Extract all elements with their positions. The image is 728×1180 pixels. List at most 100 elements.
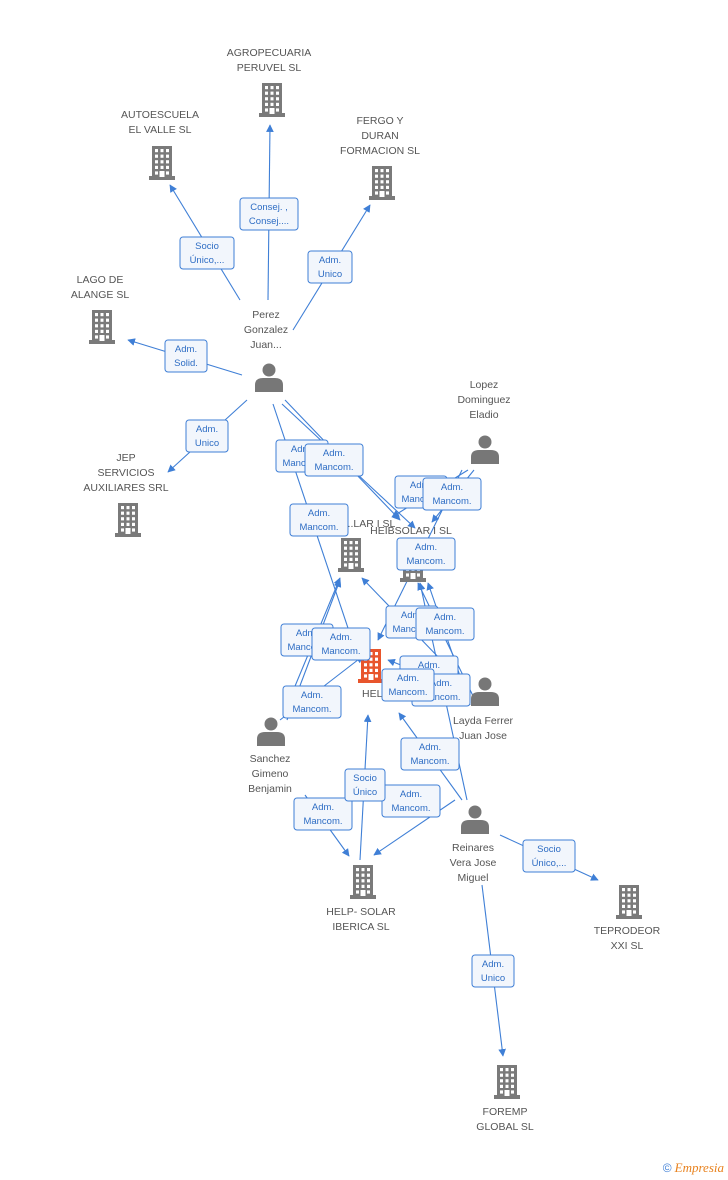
node-label: Sanchez bbox=[250, 753, 291, 765]
node-label: Juan Jose bbox=[459, 730, 507, 742]
edge-label-text: Único,... bbox=[190, 255, 225, 266]
edge-label-perez-to-autoescuela[interactable]: SocioÚnico,... bbox=[179, 236, 235, 270]
edge-label-text: Adm. bbox=[301, 690, 323, 701]
node-label: Layda Ferrer bbox=[453, 715, 514, 727]
edge-label-reinares-to-teprodeor[interactable]: SocioÚnico,... bbox=[522, 839, 576, 873]
edge-label-text: Mancom. bbox=[421, 692, 460, 703]
node-label: TEPRODEOR bbox=[594, 925, 661, 937]
edge-line-reinares-to-helpsolar_iberica bbox=[373, 799, 456, 856]
node-label: AUXILIARES SRL bbox=[83, 482, 168, 494]
edge-label-lopez-to-helpie[interactable]: Adm.Mancom. bbox=[396, 537, 456, 571]
copyright-symbol: © bbox=[662, 1161, 672, 1175]
edge-label-text: Mancom. bbox=[287, 642, 326, 653]
edge-label-text: Adm. bbox=[196, 424, 218, 435]
building-icon bbox=[338, 538, 364, 572]
node-label: Lopez bbox=[470, 379, 499, 391]
node-label: Gimeno bbox=[252, 768, 289, 780]
node-label: Dominguez bbox=[457, 394, 510, 406]
node-label: AGROPECUARIA bbox=[227, 47, 312, 59]
node-label: JEP bbox=[116, 452, 135, 464]
edge-label-sanchez-to-helpsolar1[interactable]: Adm. Mancom. bbox=[282, 685, 342, 719]
edge-label-perez-to-fergo[interactable]: Adm.Unico bbox=[307, 250, 353, 284]
building-icon bbox=[259, 83, 285, 117]
node-label: DURAN bbox=[361, 130, 398, 142]
edge-label-sanchez-to-helpsolar_iberica[interactable]: Adm.Mancom. bbox=[293, 797, 353, 831]
node-label: ALANGE SL bbox=[71, 289, 130, 301]
building-icon bbox=[350, 865, 376, 899]
edge-label-text: Adm. bbox=[400, 789, 422, 800]
edge-label-perez-to-helpsolar1[interactable]: Adm.Mancom. bbox=[289, 503, 349, 537]
node-label: Gonzalez bbox=[244, 324, 288, 336]
edge-label-text: Adm. bbox=[419, 742, 441, 753]
edge-label-lopez-to-heibsolar[interactable]: Adm.Mancom. bbox=[422, 477, 482, 511]
edge-label-text: Adm. bbox=[308, 508, 330, 519]
node-label: Eladio bbox=[469, 409, 498, 421]
node-label: GLOBAL SL bbox=[476, 1121, 534, 1133]
edge-label-text: Unico bbox=[318, 269, 342, 280]
edge-label-reinares-to-foremp[interactable]: Adm.Unico bbox=[471, 954, 515, 988]
edge-label-perez-to-jep[interactable]: Adm. Unico bbox=[185, 419, 229, 453]
edge-label-text: Mancom. bbox=[282, 458, 321, 469]
node-label: LAGO DE bbox=[77, 274, 124, 286]
edge-label-perez-to-lago[interactable]: Adm. Solid. bbox=[164, 339, 208, 373]
edge-label-text: Adm. bbox=[430, 678, 452, 689]
node-label: Vera Jose bbox=[450, 857, 497, 869]
edge-label-text: Mancom. bbox=[432, 496, 471, 507]
node-label: Miguel bbox=[458, 872, 489, 884]
edge-label-text: Mancom. bbox=[303, 816, 342, 827]
node-perez[interactable]: PerezGonzalezJuan... bbox=[244, 309, 288, 392]
edge-label-text: Unico bbox=[481, 973, 505, 984]
node-label: Reinares bbox=[452, 842, 494, 854]
person-icon bbox=[255, 363, 283, 392]
edge-label-text: Adm. bbox=[323, 448, 345, 459]
edge-label-perez-to-agropecuaria[interactable]: Consej. ,Consej.... bbox=[239, 197, 299, 231]
edge-label-sanchez-to-helpie[interactable]: Adm. Mancom. bbox=[311, 627, 371, 661]
edge-label-perez-to-heibsolar[interactable]: Adm. Mancom. bbox=[304, 443, 364, 477]
edge-label-reinares-to-heibsolar[interactable]: Adm.Mancom. bbox=[400, 737, 460, 771]
node-label: IBERICA SL bbox=[332, 921, 389, 933]
edge-label-text: Mancom. bbox=[425, 626, 464, 637]
edge-label-text: Solid. bbox=[174, 358, 198, 369]
edge-label-text: Mancom. bbox=[388, 687, 427, 698]
edge-label-text: Mancom. bbox=[292, 704, 331, 715]
edge-label-text: Único,... bbox=[532, 858, 567, 869]
edge-label-reinares-to-helpsolar_iberica[interactable]: Adm.Mancom. bbox=[381, 784, 441, 818]
node-label: HEIBSOLAR I SL bbox=[370, 525, 452, 537]
node-jep[interactable]: JEP SERVICIOS AUXILIARES SRL bbox=[83, 452, 169, 537]
node-label: SERVICIOS bbox=[98, 467, 155, 479]
edge-label-text: Consej. , bbox=[250, 202, 288, 213]
edge-label-reinares-to-helpie[interactable]: Adm.Mancom. bbox=[381, 668, 435, 702]
edge-label-text: Único bbox=[353, 787, 377, 798]
brand-watermark: ©Empresia bbox=[663, 1160, 724, 1176]
edge-label-text: Adm. bbox=[418, 660, 440, 671]
edge-label-text: Mancom. bbox=[314, 462, 353, 473]
edge-label-text: Adm. bbox=[330, 632, 352, 643]
building-icon bbox=[369, 166, 395, 200]
node-helpsolar1[interactable]: ...LAR I SL bbox=[338, 518, 396, 572]
node-label: Perez bbox=[252, 309, 279, 321]
edge-label-text: Mancom. bbox=[321, 646, 360, 657]
edge-label-text: Socio bbox=[353, 773, 377, 784]
edge-label-text: Socio bbox=[195, 241, 219, 252]
building-icon bbox=[616, 885, 642, 919]
edge-label-text: Adm. bbox=[175, 344, 197, 355]
edge-label-text: Adm. bbox=[296, 628, 318, 639]
node-lago[interactable]: LAGO DE ALANGE SL bbox=[71, 274, 130, 344]
edge-label-text: Unico bbox=[195, 438, 219, 449]
node-label: Benjamin bbox=[248, 783, 292, 795]
edge-label-layda-to-heibsolar[interactable]: Adm.Mancom. bbox=[415, 607, 475, 641]
